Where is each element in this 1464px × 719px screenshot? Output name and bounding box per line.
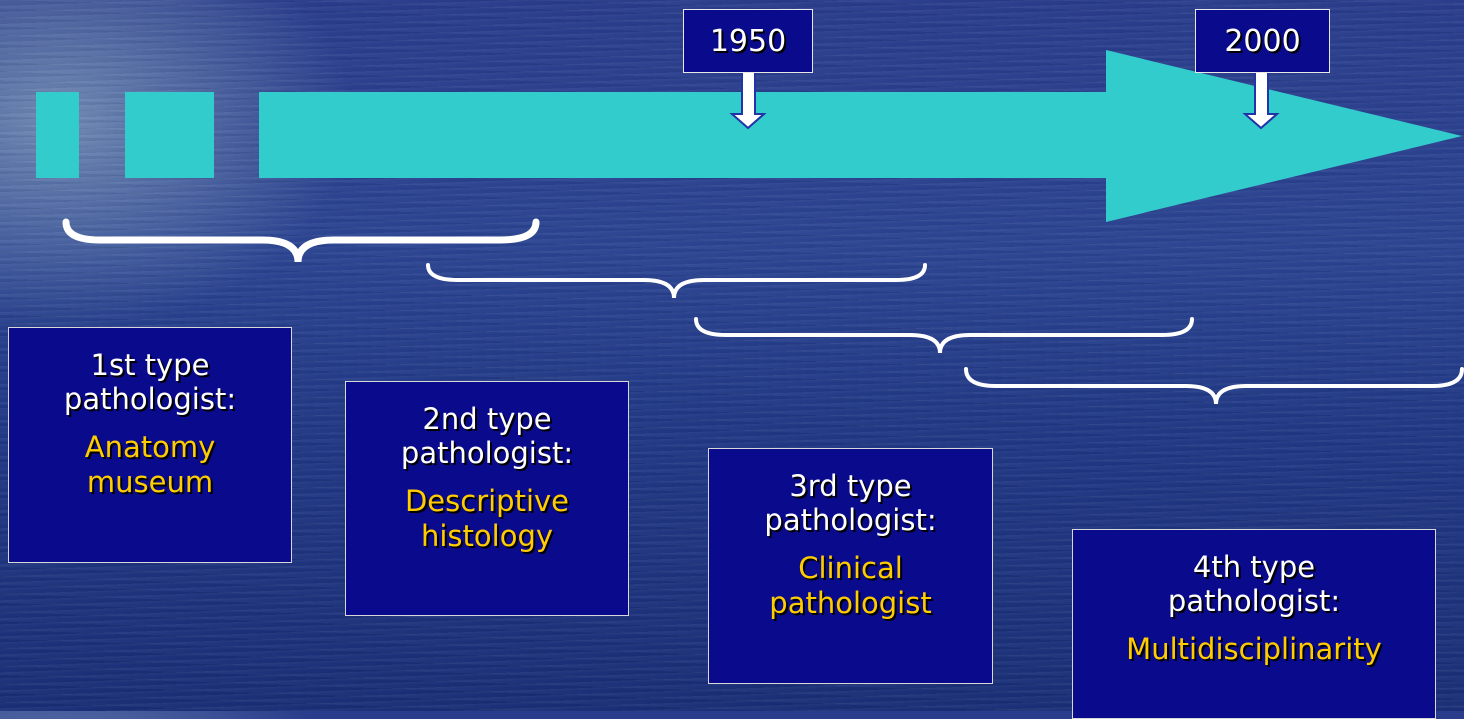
type-label: pathologist:	[1073, 584, 1435, 618]
type-box-1: 1st type pathologist: Anatomy museum	[8, 327, 292, 563]
era-label: pathologist	[709, 586, 992, 621]
era-label: museum	[9, 465, 291, 500]
era-label: Anatomy	[9, 430, 291, 465]
timeline-segment-2	[125, 92, 214, 178]
era-label: Clinical	[709, 551, 992, 586]
timeline-arrow	[259, 50, 1462, 222]
brace-3-icon	[696, 319, 1192, 353]
type-box-3: 3rd type pathologist: Clinical pathologi…	[708, 448, 993, 684]
brace-2-icon	[428, 265, 925, 298]
type-label: pathologist:	[9, 382, 291, 416]
year-marker-2000: 2000	[1195, 9, 1330, 73]
type-label: pathologist:	[709, 503, 992, 537]
type-label: 1st type	[9, 348, 291, 382]
type-box-4: 4th type pathologist: Multidisciplinarit…	[1072, 529, 1436, 719]
era-label: Multidisciplinarity	[1073, 632, 1435, 667]
brace-4-icon	[966, 369, 1462, 404]
brace-1-icon	[66, 222, 536, 262]
type-label: pathologist:	[346, 436, 628, 470]
type-label: 4th type	[1073, 550, 1435, 584]
year-marker-1950: 1950	[683, 9, 813, 73]
type-label: 3rd type	[709, 469, 992, 503]
timeline-segment-1	[36, 92, 79, 178]
era-label: Descriptive	[346, 484, 628, 519]
era-label: histology	[346, 519, 628, 554]
type-label: 2nd type	[346, 402, 628, 436]
type-box-2: 2nd type pathologist: Descriptive histol…	[345, 381, 629, 616]
